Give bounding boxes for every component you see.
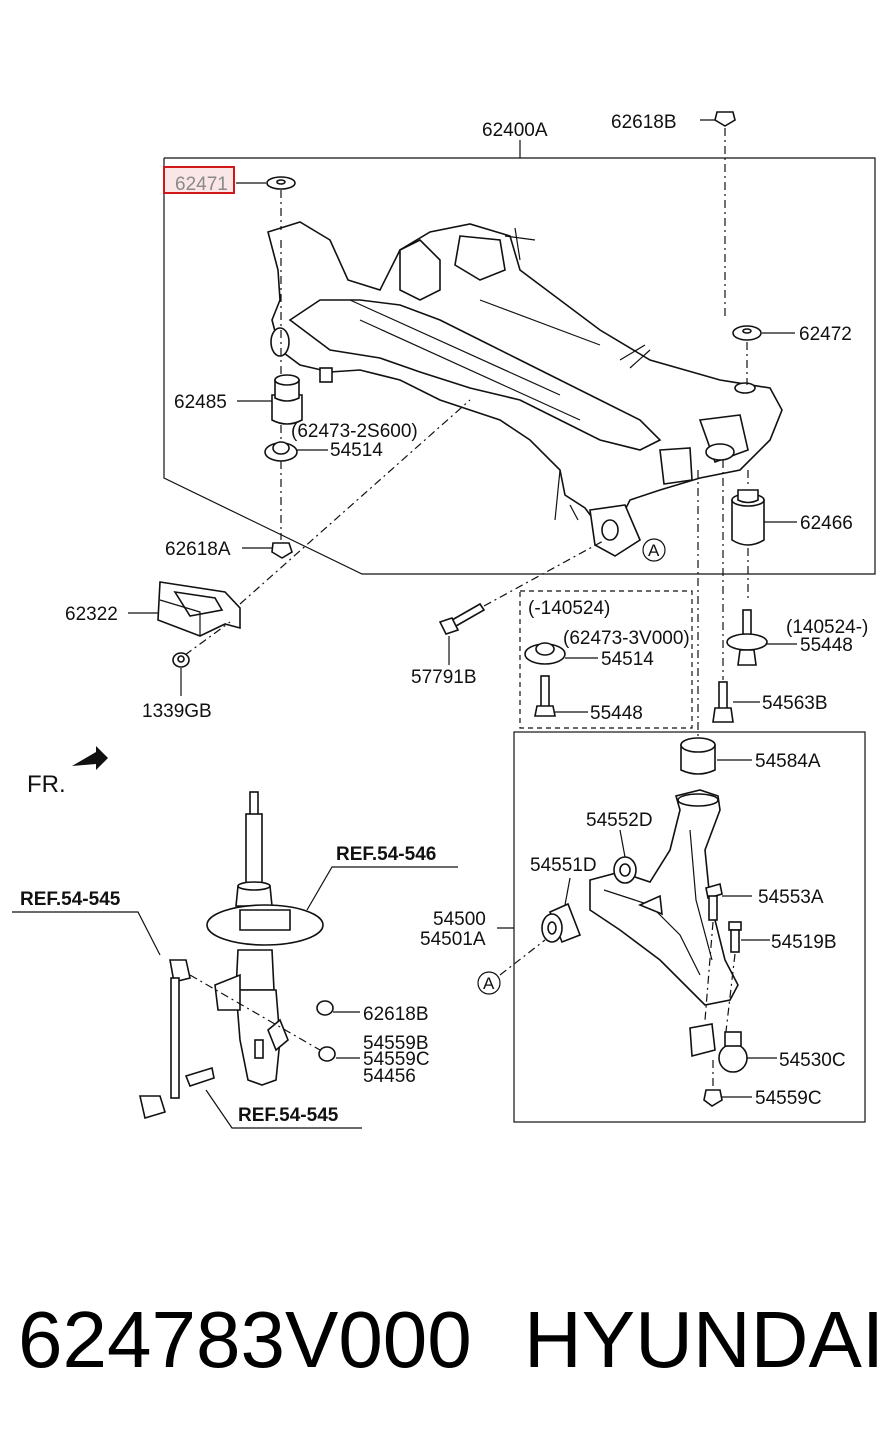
lower-control-arm [589, 789, 739, 1006]
bolt-strut-bottom [184, 1066, 215, 1087]
label-54500: 54500 [433, 909, 486, 930]
washer-62472 [732, 325, 762, 341]
nut-62618A [271, 542, 293, 559]
bolt-54553A [705, 882, 723, 921]
label-circle-a-lower: A [483, 974, 495, 993]
nut-62618B-strut [316, 1000, 334, 1016]
highlight-box-62471 [163, 166, 235, 194]
label-54559C-bottom: 54559C [755, 1088, 822, 1109]
label-54559B: 54559B [363, 1033, 429, 1054]
label-55448-right: 55448 [800, 635, 853, 656]
bolt-55448-right [726, 609, 768, 666]
label-55448-mid: 55448 [590, 703, 643, 724]
label-54563B: 54563B [762, 693, 828, 714]
ball-joint-54530C [689, 1023, 748, 1073]
bolt-54563B [712, 681, 734, 723]
reference-circle-a-lower [477, 971, 501, 995]
bushing-62466 [731, 489, 765, 546]
spring-washer-54514-left [264, 441, 298, 462]
variant-box-before-140524 [519, 590, 693, 729]
label-54514-mid: 54514 [601, 649, 654, 670]
subframe-assembly-frame [163, 157, 876, 575]
part-number: 624783V000 [18, 1295, 472, 1384]
label-54584A: 54584A [755, 751, 821, 772]
label-62466: 62466 [800, 513, 853, 534]
label-range-after: (140524-) [786, 617, 868, 638]
nut-1339GB [172, 652, 190, 668]
label-ref-54-546: REF.54-546 [336, 844, 436, 865]
label-54553A: 54553A [758, 887, 824, 908]
label-54552D: 54552D [586, 810, 653, 831]
label-62473-3V000: (62473-3V000) [563, 628, 690, 649]
label-1339GB: 1339GB [142, 701, 212, 722]
front-direction-arrow-icon [72, 746, 108, 770]
label-54501A: 54501A [420, 929, 486, 950]
label-54530C: 54530C [779, 1050, 846, 1071]
label-54514-left: 54514 [330, 440, 383, 461]
bolt-57791B [438, 602, 486, 635]
washer-54552D [613, 856, 637, 884]
lower-arm-assembly-box [513, 731, 866, 1123]
label-range-before: (-140524) [528, 598, 610, 619]
label-ref-54-545-left: REF.54-545 [20, 889, 121, 910]
label-62400A: 62400A [482, 120, 548, 141]
nut-54559C-strut [318, 1046, 336, 1062]
stabilizer-link [138, 959, 191, 1120]
label-57791B: 57791B [411, 667, 477, 688]
bolt-54519B [728, 921, 742, 953]
label-62618B-top: 62618B [611, 112, 677, 133]
bracket-62322 [157, 581, 241, 637]
label-54519B: 54519B [771, 932, 837, 953]
label-62618A: 62618A [165, 539, 231, 560]
label-62473-2S600: (62473-2S600) [291, 421, 418, 442]
bushing-54584A [680, 737, 716, 775]
label-fr: FR. [27, 771, 66, 798]
footer: 624783V000 HYUNDAI [0, 1290, 886, 1400]
label-circle-a-upper: A [648, 541, 660, 560]
nut-54559C-bottom [703, 1089, 723, 1107]
reference-circle-a-upper [642, 538, 666, 562]
label-ref-54-545-bottom: REF.54-545 [238, 1105, 339, 1126]
nut-62618B-top [714, 111, 736, 127]
parts-diagram: 62400A 62618B 62471 62472 62485 (62473-2… [12, 111, 876, 1129]
label-62471: 62471 [175, 174, 228, 195]
label-54551D: 54551D [530, 855, 597, 876]
label-54456: 54456 [363, 1066, 416, 1087]
label-62472: 62472 [799, 324, 852, 345]
brand-name: HYUNDAI [524, 1295, 885, 1384]
bushing-54551D [541, 902, 582, 944]
label-62322: 62322 [65, 604, 118, 625]
strut-assembly [206, 791, 324, 1086]
bushing-62485 [271, 374, 303, 425]
crossmember-subframe [267, 221, 783, 557]
label-62485: 62485 [174, 392, 227, 413]
spring-washer-54514-mid [524, 642, 566, 665]
label-62618B-strut: 62618B [363, 1004, 429, 1025]
bolt-55448-mid [534, 675, 556, 717]
label-54559C-strut: 54559C [363, 1049, 430, 1070]
